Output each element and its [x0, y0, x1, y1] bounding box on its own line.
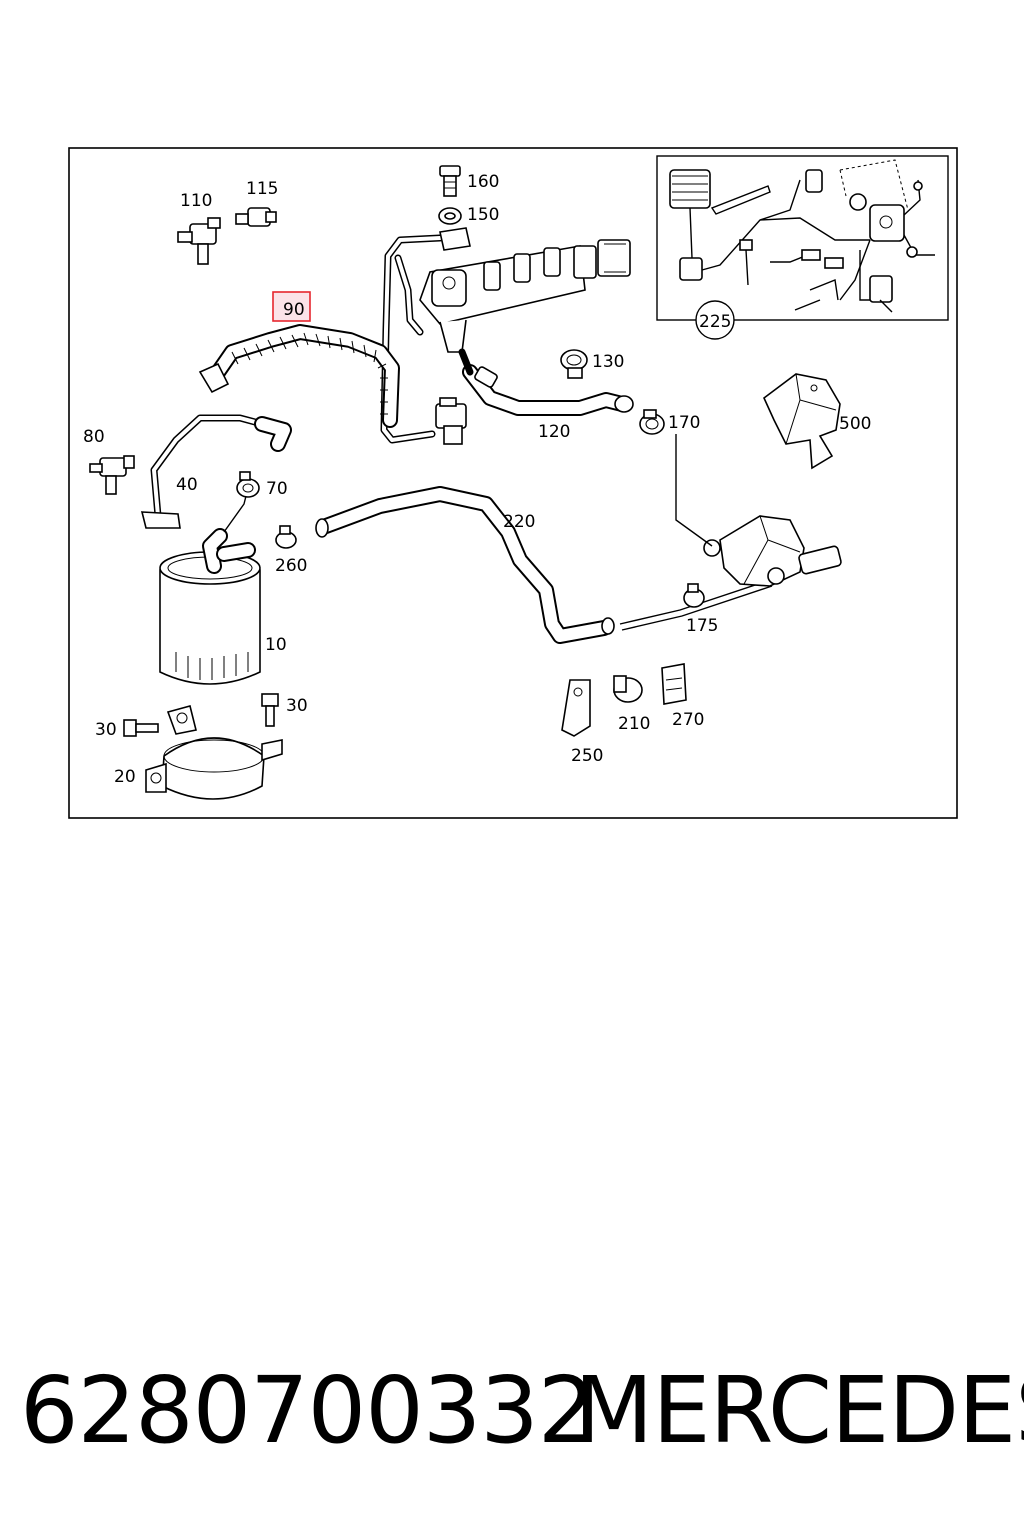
- label-210: 210: [618, 714, 650, 734]
- part-40-return-pipe: [140, 414, 292, 529]
- part-30-screw-right: [261, 693, 279, 727]
- label-10: 10: [265, 635, 287, 655]
- inset-border: [656, 155, 949, 321]
- part-150-washer: [438, 207, 462, 225]
- label-225: 225: [699, 312, 731, 332]
- fuel-rail: [419, 239, 631, 353]
- label-175: 175: [686, 616, 718, 636]
- label-120: 120: [538, 422, 570, 442]
- part-500-bracket: [763, 373, 841, 470]
- part-115-connector: [235, 207, 277, 227]
- label-150: 150: [467, 205, 499, 225]
- label-220: 220: [503, 512, 535, 532]
- part-number: 6280700332: [20, 1357, 596, 1464]
- rail-feed-tube: [380, 227, 471, 444]
- part-160-banjo-bolt: [439, 165, 461, 197]
- label-260: 260: [275, 556, 307, 576]
- part-130-hose-clamp: [560, 349, 588, 379]
- inset-schematic: [669, 159, 935, 313]
- highlight-box-90: [272, 291, 311, 322]
- part-80-connector: [89, 455, 135, 495]
- label-270: 270: [672, 710, 704, 730]
- part-260-hose-clamp: [275, 525, 297, 549]
- pressure-valve: [435, 397, 467, 445]
- part-210-clip: [613, 675, 643, 703]
- label-30-left: 30: [95, 720, 117, 740]
- part-250-bracket: [561, 679, 591, 737]
- label-70: 70: [266, 479, 288, 499]
- part-220-fuel-hose: [315, 486, 615, 644]
- part-175-pipe: [619, 579, 773, 631]
- label-20: 20: [114, 767, 136, 787]
- label-40: 40: [176, 475, 198, 495]
- brand-name: MERCEDES: [574, 1357, 1024, 1464]
- label-90: 90: [283, 300, 305, 320]
- part-270-clip: [661, 663, 687, 705]
- label-500: 500: [839, 414, 871, 434]
- label-170: 170: [668, 413, 700, 433]
- label-30-right: 30: [286, 696, 308, 716]
- part-10-fuel-filter: [159, 495, 261, 685]
- part-110-connector: [177, 217, 221, 265]
- part-120-hose: [458, 348, 634, 416]
- part-90-fuel-hose: [198, 324, 400, 428]
- part-20-filter-bracket: [145, 705, 283, 800]
- label-115: 115: [246, 179, 278, 199]
- part-70-hose-clamp: [236, 471, 260, 498]
- part-30-screw-left: [123, 719, 159, 737]
- diagram-border: [68, 147, 958, 819]
- label-250: 250: [571, 746, 603, 766]
- label-130: 130: [592, 352, 624, 372]
- callout-circle-225: [695, 300, 735, 340]
- label-80: 80: [83, 427, 105, 447]
- part-170-hose-clamp: [639, 409, 665, 435]
- label-110: 110: [180, 191, 212, 211]
- part-175-hose-clamp: [683, 583, 705, 608]
- label-160: 160: [467, 172, 499, 192]
- fuel-heater-housing: [675, 434, 842, 587]
